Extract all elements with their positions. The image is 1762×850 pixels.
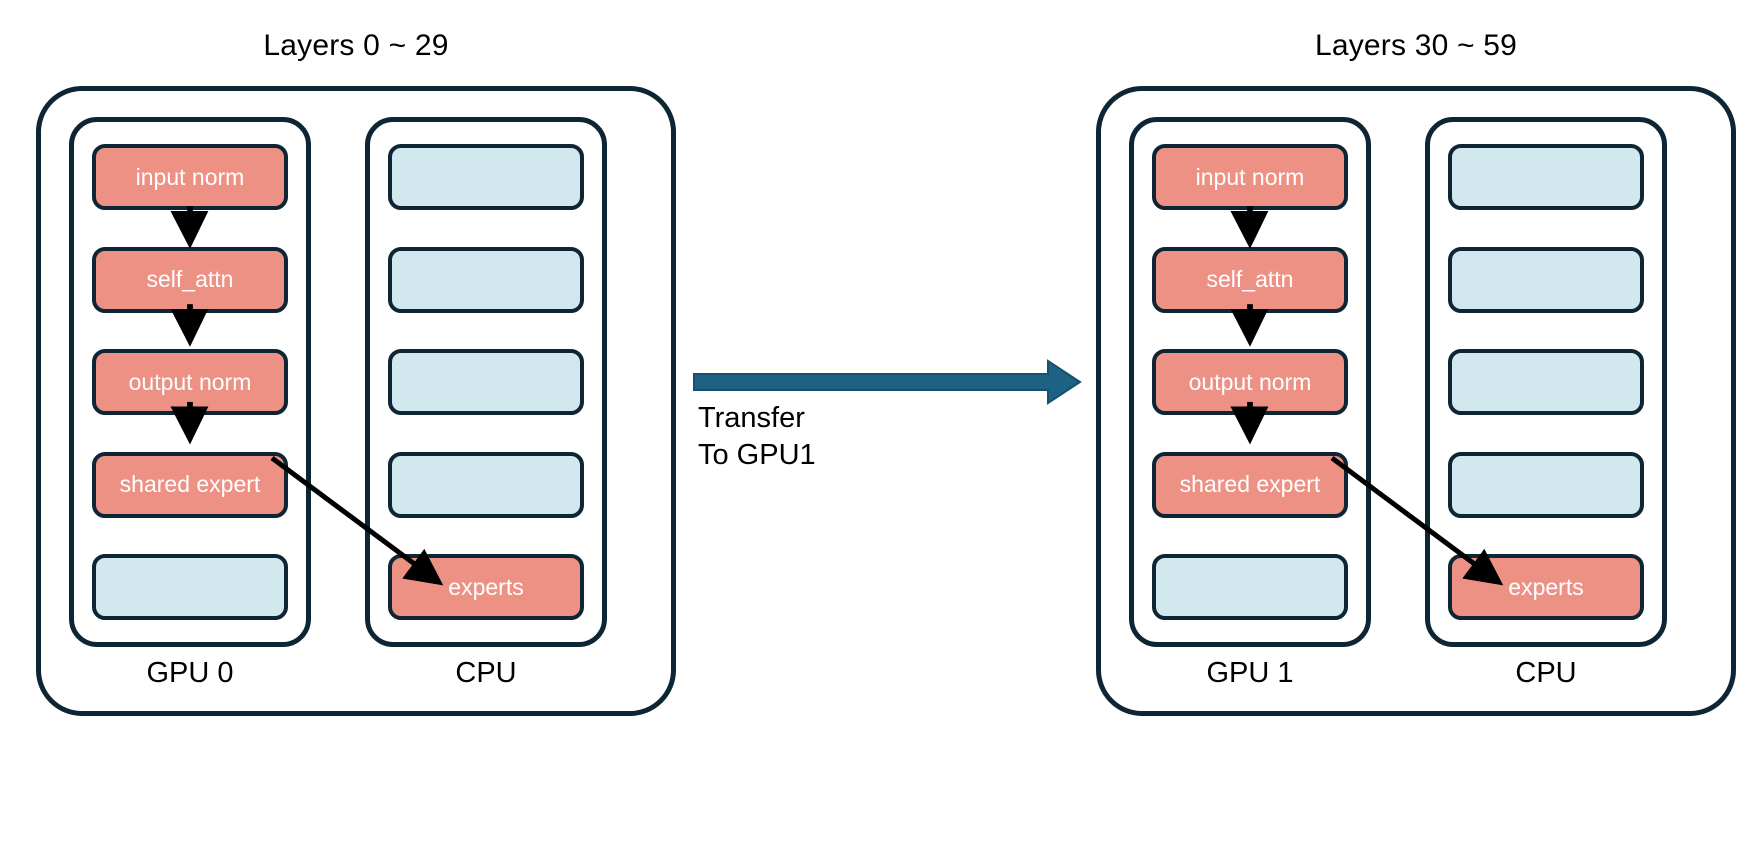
block-input-norm[interactable]: input norm	[92, 144, 288, 210]
block-shared-expert[interactable]: shared expert	[92, 451, 288, 518]
transfer-label-line2: To GPU1	[698, 439, 816, 472]
device-gpu-0-label: GPU 0	[146, 657, 234, 689]
transfer-label-line1: Transfer	[698, 402, 805, 434]
block-empty-slot[interactable]	[1448, 144, 1644, 210]
device-gpu-0: input norm self_attn output norm shared …	[69, 117, 311, 647]
device-cpu-1-label: CPU	[1515, 657, 1577, 689]
block-shared-expert[interactable]: shared expert	[1152, 451, 1348, 518]
transfer-arrow	[693, 359, 1082, 405]
group-0-title: Layers 0 ~ 29	[263, 29, 449, 62]
transfer-arrow-shape	[693, 359, 1082, 405]
block-self-attn[interactable]: self_attn	[92, 246, 288, 313]
block-empty-slot[interactable]	[1448, 349, 1644, 415]
device-gpu-1-slots: input norm self_attn output norm shared …	[1152, 144, 1348, 620]
device-cpu-0-label: CPU	[455, 657, 517, 689]
block-self-attn[interactable]: self_attn	[1152, 246, 1348, 313]
device-cpu-0: experts	[365, 117, 607, 647]
block-experts[interactable]: experts	[1448, 554, 1644, 620]
transfer-label: Transfer To GPU1	[676, 400, 906, 474]
device-cpu-1: experts	[1425, 117, 1667, 647]
block-output-norm[interactable]: output norm	[92, 349, 288, 415]
block-empty-slot[interactable]	[388, 144, 584, 210]
block-empty-slot[interactable]	[388, 451, 584, 518]
block-empty-slot[interactable]	[92, 554, 288, 620]
device-cpu-0-slots: experts	[388, 144, 584, 620]
group-1-title: Layers 30 ~ 59	[1314, 29, 1518, 62]
device-group-0: Layers 0 ~ 29 input norm self_attn outpu…	[36, 29, 676, 716]
device-group-1: Layers 30 ~ 59 input norm self_attn outp…	[1096, 29, 1736, 716]
device-cpu-1-slots: experts	[1448, 144, 1644, 620]
block-empty-slot[interactable]	[388, 349, 584, 415]
block-empty-slot[interactable]	[1152, 554, 1348, 620]
block-input-norm[interactable]: input norm	[1152, 144, 1348, 210]
device-gpu-1-label: GPU 1	[1206, 657, 1294, 689]
block-experts[interactable]: experts	[388, 554, 584, 620]
device-gpu-0-slots: input norm self_attn output norm shared …	[92, 144, 288, 620]
block-empty-slot[interactable]	[1448, 246, 1644, 313]
device-gpu-1: input norm self_attn output norm shared …	[1129, 117, 1371, 647]
block-output-norm[interactable]: output norm	[1152, 349, 1348, 415]
block-empty-slot[interactable]	[1448, 451, 1644, 518]
block-empty-slot[interactable]	[388, 246, 584, 313]
